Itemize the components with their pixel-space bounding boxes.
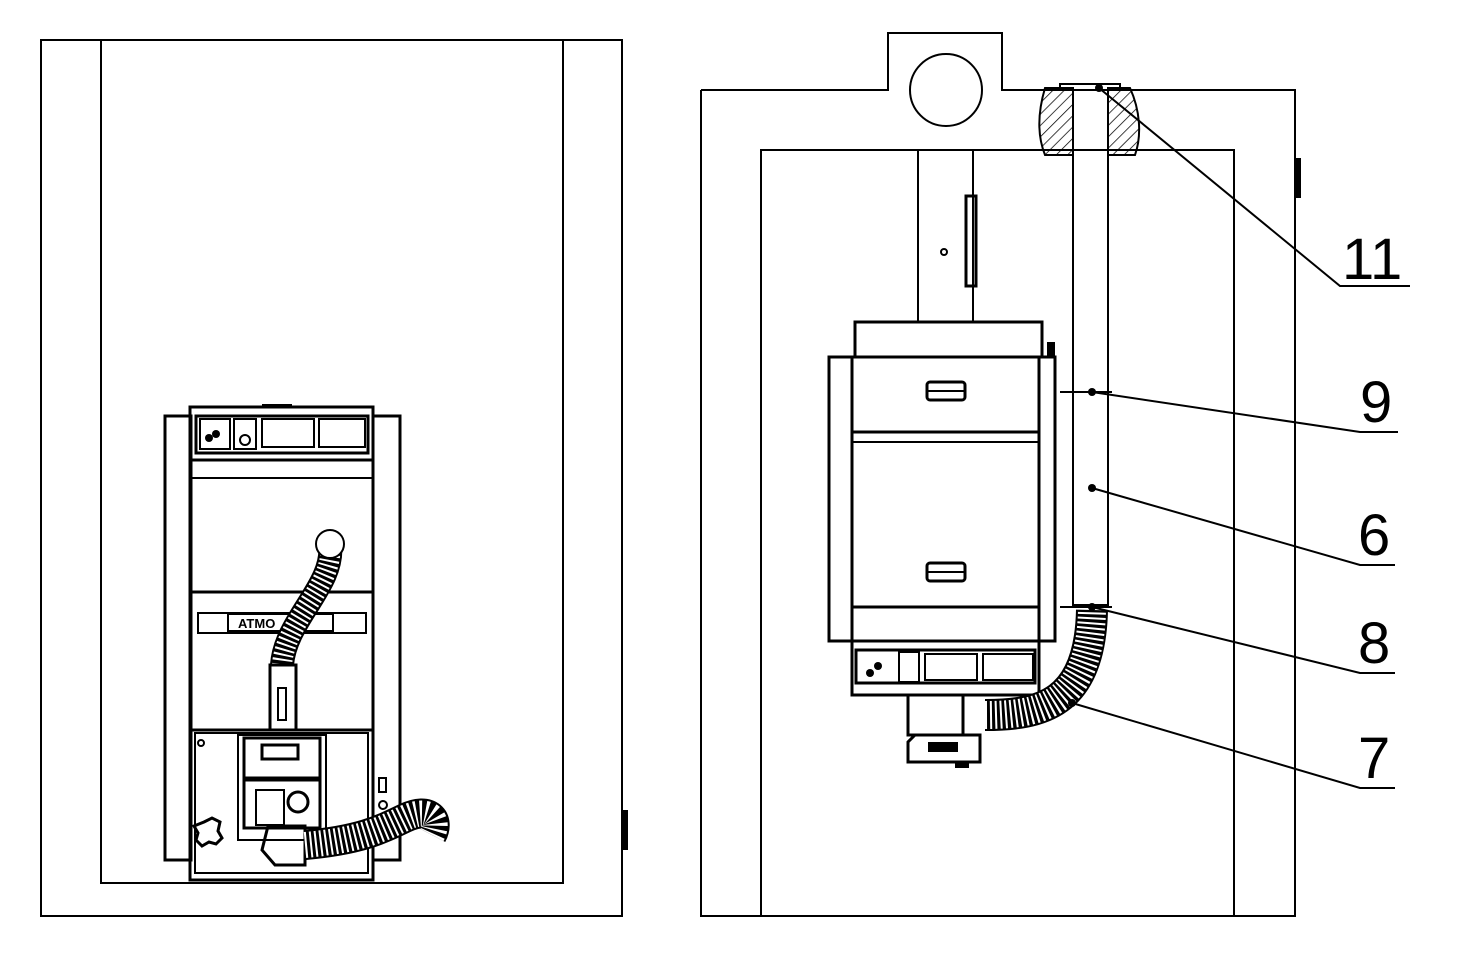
handwheel-icon [191, 816, 224, 848]
right-room-outline [700, 32, 1296, 917]
right-boiler [827, 320, 1108, 768]
left-control-panel [194, 414, 370, 455]
callout-7: 7 [1068, 699, 1395, 791]
flue-duct [917, 150, 978, 322]
callout-11: 11 [1095, 84, 1410, 292]
right-view: 11 9 6 8 7 [700, 32, 1410, 917]
left-room-inner [100, 40, 564, 884]
callout-6: 6 [1088, 484, 1395, 568]
left-view: ATMO [40, 39, 628, 917]
callout-label: 11 [1342, 227, 1402, 292]
brand-plate-text: ATMO [238, 616, 275, 631]
callout-8: 8 [1060, 603, 1395, 676]
callout-label: 7 [1358, 726, 1390, 791]
feed-pipe [1072, 89, 1109, 606]
right-room-inner [760, 149, 1235, 916]
callout-label: 9 [1360, 370, 1392, 435]
callout-9: 9 [1060, 370, 1398, 435]
callout-label: 6 [1358, 503, 1390, 568]
left-room-outline [40, 39, 623, 917]
left-boiler: ATMO [163, 404, 450, 882]
chimney-opening [909, 53, 983, 127]
callout-label: 8 [1358, 611, 1390, 676]
left-wall-bracket [622, 810, 628, 850]
callouts: 11 9 6 8 7 [1060, 84, 1410, 791]
right-wall-bracket [1295, 158, 1301, 198]
wall-passage-hatch [1038, 83, 1141, 156]
